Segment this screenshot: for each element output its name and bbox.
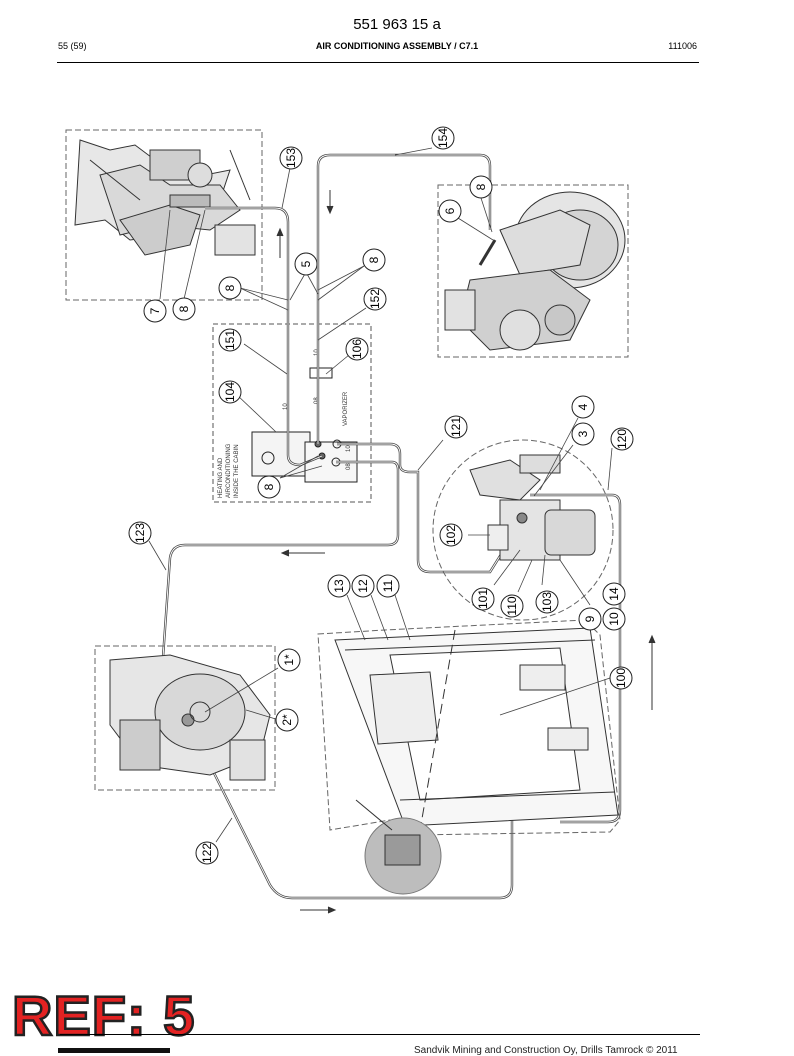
grey-highlight-circle — [355, 799, 442, 895]
callout-circle — [345, 337, 369, 361]
callout-circle — [218, 380, 242, 404]
callout-label: 5 — [299, 260, 313, 267]
callout-label: 121 — [449, 417, 463, 437]
callout-label: 104 — [223, 382, 237, 402]
header-divider — [57, 62, 699, 63]
callout-label: 14 — [607, 587, 621, 601]
valve-detail-circle — [432, 439, 614, 621]
callout-label: 106 — [350, 339, 364, 359]
callout-circle — [128, 521, 152, 545]
document-number: 551 963 15 a — [353, 16, 441, 33]
page-number: 55 (59) — [58, 41, 87, 51]
callout-label: 1* — [282, 654, 296, 666]
callout-label: 4 — [576, 403, 590, 410]
callout-circle — [444, 415, 468, 439]
callout-label: 2* — [280, 714, 294, 726]
callout-circle — [571, 422, 595, 446]
callout-label: 154 — [436, 128, 450, 148]
callout-label: 103 — [540, 592, 554, 612]
callout-group: 154 153 8 6 5 8 8 152 7 8 151 106 104 4 3 120 121 8 102 123… — [128, 126, 634, 865]
callout-label: 102 — [444, 525, 458, 545]
callout-circle — [376, 574, 400, 598]
callout-label: 123 — [133, 523, 147, 543]
condenser-frame — [317, 619, 621, 836]
callout-label: 153 — [284, 148, 298, 168]
callout-label: 152 — [368, 289, 382, 309]
callout-label: 13 — [332, 579, 346, 593]
callout-circle — [294, 252, 318, 276]
callout-label: 8 — [474, 183, 488, 190]
callout-circle — [602, 607, 626, 631]
ref-stamp: REF: 5 — [11, 984, 196, 1047]
callout-circle — [609, 666, 633, 690]
callout-circle — [578, 607, 602, 631]
port-label-4: 08 — [346, 463, 352, 470]
compressor-detail-top-right — [437, 184, 629, 358]
callout-circle — [172, 297, 196, 321]
callout-circle — [471, 587, 495, 611]
footer-copyright: Sandvik Mining and Construction Oy, Dril… — [414, 1045, 678, 1056]
callout-label: 8 — [177, 305, 191, 312]
callout-circle — [275, 708, 299, 732]
callout-label: 122 — [200, 843, 214, 863]
callout-circle — [279, 146, 303, 170]
callout-circle — [218, 276, 242, 300]
callout-circle — [257, 475, 281, 499]
callout-circle — [469, 175, 493, 199]
box-label-line3: INSIDE THE CABIN — [234, 444, 240, 498]
callout-circle — [195, 841, 219, 865]
callout-circle — [439, 523, 463, 547]
callout-label: 3 — [576, 430, 590, 437]
port-label-5: 10 — [346, 445, 352, 452]
callout-label: 8 — [262, 483, 276, 490]
callout-label: 7 — [148, 307, 162, 314]
callout-label: 110 — [505, 596, 519, 615]
callout-label: 9 — [583, 615, 597, 622]
footer-divider — [60, 1034, 700, 1035]
callout-label: 101 — [476, 589, 490, 609]
callout-circle — [218, 328, 242, 352]
assembly-diagram: HEATING AND AIRCONDITIONING INSIDE THE C… — [65, 126, 656, 914]
engine-detail-top-left — [65, 129, 263, 301]
callout-label: 6 — [443, 207, 457, 214]
callout-circle — [500, 594, 524, 618]
callout-label: 8 — [367, 256, 381, 263]
callout-circle — [277, 648, 301, 672]
document-date: 111006 — [668, 41, 697, 51]
callout-circle — [363, 287, 387, 311]
callout-circle — [535, 590, 559, 614]
callout-circle — [362, 248, 386, 272]
callout-circle — [143, 299, 167, 323]
callout-label: 12 — [356, 579, 370, 593]
callout-circle — [351, 574, 375, 598]
callout-label: 10 — [607, 612, 621, 626]
page-title: AIR CONDITIONING ASSEMBLY / C7.1 — [315, 41, 479, 51]
callout-label: 8 — [223, 284, 237, 291]
box-label-line1: HEATING AND — [218, 457, 224, 498]
callout-circle — [571, 395, 595, 419]
callout-circle — [327, 574, 351, 598]
callout-label: 120 — [615, 429, 629, 449]
leader-lines — [148, 147, 613, 843]
vaporizer-label: VAPORIZER — [343, 391, 349, 426]
callout-label: 100 — [614, 668, 628, 688]
box-label-line2: AIRCONDITIONING — [226, 443, 232, 498]
callout-circle — [431, 126, 455, 150]
port-label-1: 10 — [283, 403, 289, 410]
callout-circle — [602, 582, 626, 606]
engine-detail-bottom-left — [94, 645, 276, 791]
callout-label: 151 — [223, 330, 237, 350]
flow-arrows — [276, 190, 656, 914]
callout-circle — [610, 427, 634, 451]
logo-bar — [58, 1048, 170, 1053]
callout-label: 11 — [381, 579, 395, 592]
callout-circle — [438, 199, 462, 223]
